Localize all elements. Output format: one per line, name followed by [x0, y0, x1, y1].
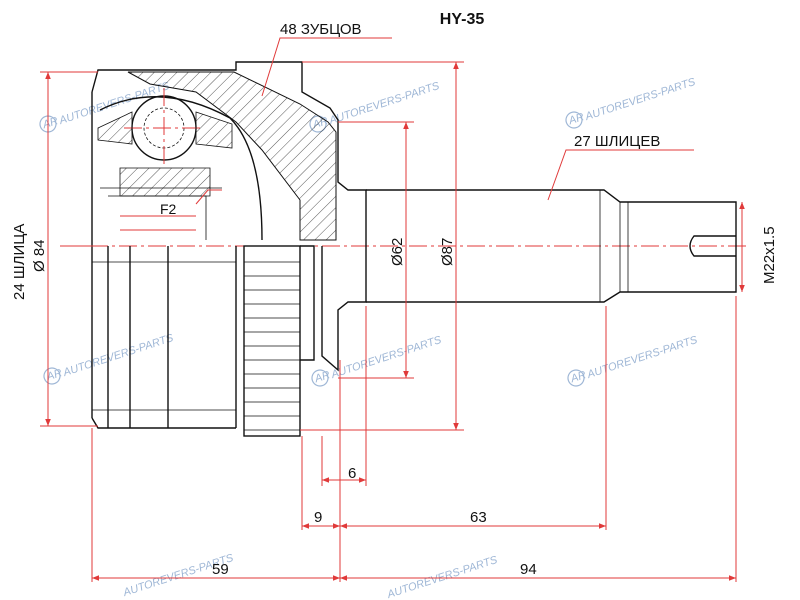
thread-label: M22x1.5 — [761, 226, 778, 284]
outer-splines-label: 27 ШЛИЦЕВ — [574, 133, 660, 150]
diameter-87-label: Ø87 — [439, 238, 456, 266]
watermark-logo-icon — [565, 111, 583, 129]
watermark-text: AUTOREVERS-PARTS — [327, 80, 442, 127]
watermark-logo-icon — [567, 369, 585, 387]
watermark-group: AR AUTOREVERS-PARTS AR AUTOREVERS-PARTS … — [39, 76, 700, 600]
diameter-84-label: Ø 84 — [31, 239, 48, 272]
diameter-62-label: Ø62 — [389, 238, 406, 266]
watermark-text: AUTOREVERS-PARTS — [385, 554, 500, 600]
teeth-label: 48 ЗУБЦОВ — [280, 21, 362, 38]
watermark-6: AR AUTOREVERS-PARTS — [567, 334, 700, 387]
watermark-8: AUTOREVERS-PARTS — [385, 554, 500, 600]
watermark-text: AUTOREVERS-PARTS — [585, 334, 700, 381]
joint-housing — [91, 61, 367, 437]
watermark-text: AUTOREVERS-PARTS — [61, 332, 176, 379]
dim-63-label: 63 — [470, 509, 487, 526]
watermark-logo-icon — [311, 369, 329, 387]
watermark-logo-text: AR — [566, 111, 585, 127]
watermark-2: AR AUTOREVERS-PARTS — [565, 76, 698, 129]
f2-label: F2 — [160, 201, 177, 217]
dim-6-label: 6 — [348, 465, 356, 482]
dim-94-label: 94 — [520, 561, 537, 578]
housing-section-hatch — [127, 71, 337, 241]
dimension-group — [40, 37, 745, 582]
watermark-4: AR AUTOREVERS-PARTS — [43, 332, 176, 385]
watermark-5: AR AUTOREVERS-PARTS — [311, 334, 444, 387]
abs-teeth — [244, 261, 300, 431]
watermark-logo-text: AR — [568, 369, 587, 385]
watermark-text: AUTOREVERS-PARTS — [583, 76, 698, 123]
stub-shaft — [366, 189, 737, 303]
part-title: HY-35 — [440, 11, 485, 28]
dim-59-label: 59 — [212, 561, 229, 578]
watermark-text: AUTOREVERS-PARTS — [329, 334, 444, 381]
inner-splines-label: 24 ШЛИЦА — [11, 224, 28, 300]
watermark-logo-text: AR — [312, 369, 331, 385]
dim-9-label: 9 — [314, 509, 322, 526]
abs-ring — [243, 245, 301, 437]
